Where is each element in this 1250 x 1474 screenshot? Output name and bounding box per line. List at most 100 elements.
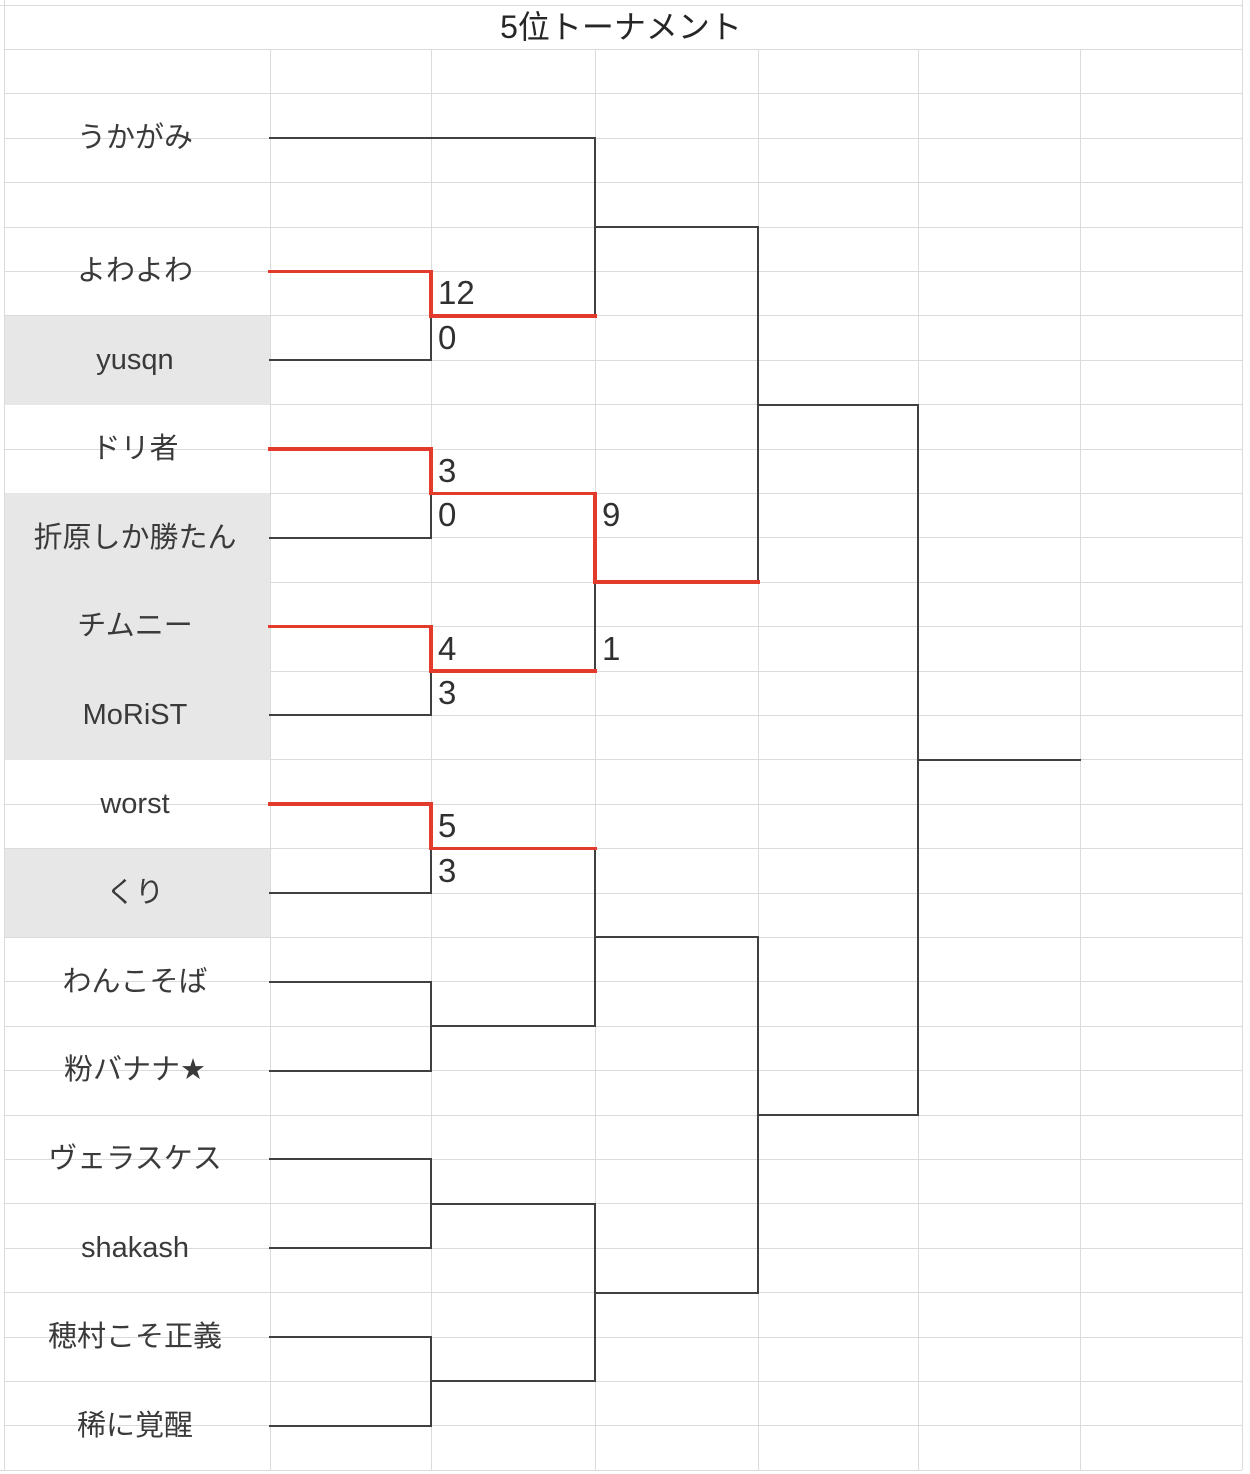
bracket-line <box>268 1158 433 1161</box>
score-cell[interactable]: 5 <box>438 807 457 845</box>
bracket-winner-line <box>429 669 597 673</box>
bracket-line <box>593 581 597 673</box>
bracket-winner-line <box>268 802 433 806</box>
gridline <box>4 1425 1242 1427</box>
score-cell[interactable]: 4 <box>438 629 457 667</box>
gridline <box>4 448 1242 450</box>
score-cell[interactable]: 3 <box>438 674 457 711</box>
gridline <box>4 892 1242 894</box>
gridline <box>4 404 1242 406</box>
gridline <box>4 93 1242 95</box>
gridline <box>4 848 1242 850</box>
bracket-winner-line <box>268 624 433 629</box>
bracket-line <box>268 1335 433 1339</box>
gridline <box>4 1158 1242 1160</box>
bracket-winner-line <box>429 447 433 496</box>
gridline <box>4 1380 1242 1382</box>
score-cell[interactable]: 0 <box>438 318 457 356</box>
gridline <box>4 1070 1242 1072</box>
player-name-cell[interactable]: チムニー <box>77 610 193 643</box>
player-name-cell[interactable]: わんこそば <box>62 965 208 998</box>
player-name-cell[interactable]: shakash <box>80 1232 189 1264</box>
bracket-line <box>268 137 597 140</box>
bracket-line <box>429 847 433 895</box>
shaded-cell-block <box>5 493 270 760</box>
gridline <box>4 670 1242 672</box>
gridline <box>4 137 1242 139</box>
bracket-line <box>268 359 433 362</box>
gridline <box>4 626 1242 628</box>
bracket-line <box>593 1291 760 1294</box>
gridline <box>4 182 1242 184</box>
gridline <box>4 759 1242 761</box>
bracket-line <box>593 225 760 229</box>
gridline <box>1241 0 1243 1471</box>
player-name-cell[interactable]: 穂村こそ正義 <box>47 1320 222 1353</box>
player-name-cell[interactable]: 粉バナナ★ <box>64 1054 206 1087</box>
score-cell[interactable]: 1 <box>602 629 621 667</box>
score-cell[interactable]: 3 <box>438 452 457 489</box>
player-name-cell[interactable]: ヴェラスケス <box>48 1143 222 1176</box>
bracket-line <box>429 314 433 362</box>
bracket-line <box>756 1113 920 1117</box>
player-name-cell[interactable]: くり <box>105 876 164 909</box>
gridline <box>4 981 1242 983</box>
bracket-line <box>429 1202 597 1205</box>
bracket-line <box>916 758 1082 761</box>
gridline <box>4 1247 1242 1249</box>
player-name-cell[interactable]: worst <box>100 788 170 820</box>
bracket-line <box>268 891 433 895</box>
bracket-winner-line <box>429 846 597 851</box>
bracket-winner-line <box>268 269 433 274</box>
gridline <box>0 4 1242 6</box>
gridline <box>4 1025 1242 1027</box>
bracket-winner-line <box>429 314 597 318</box>
page-title[interactable]: 5位トーナメント <box>500 9 742 45</box>
gridline <box>4 492 1242 494</box>
gridline <box>4 1203 1242 1205</box>
player-name-cell[interactable]: うかがみ <box>76 122 193 154</box>
bracket-winner-line <box>593 491 597 584</box>
bracket-winner-line <box>268 447 433 451</box>
gridline <box>4 270 1242 272</box>
gridline <box>4 315 1242 317</box>
gridline <box>4 803 1242 805</box>
score-cell[interactable]: 12 <box>438 274 475 312</box>
player-name-cell[interactable]: 折原しか勝たん <box>33 521 237 554</box>
gridline <box>4 537 1242 539</box>
gridline <box>4 359 1242 361</box>
shaded-cell-block <box>5 315 270 405</box>
bracket-line <box>756 403 920 406</box>
shaded-cell-block <box>5 848 270 938</box>
gridline <box>0 1469 1242 1471</box>
bracket-winner-line <box>593 580 760 584</box>
score-cell[interactable]: 9 <box>602 496 621 534</box>
bracket-line <box>593 936 760 939</box>
bracket-line <box>429 669 433 717</box>
gridline <box>4 1336 1242 1338</box>
bracket-winner-line <box>429 802 433 851</box>
gridline <box>3 0 5 1471</box>
bracket-line <box>429 492 433 539</box>
bracket-winner-line <box>429 269 433 318</box>
bracket-line <box>268 1069 433 1072</box>
player-name-cell[interactable]: MoRiST <box>82 699 188 732</box>
bracket-line <box>268 714 433 717</box>
bracket-winner-line <box>429 624 433 673</box>
bracket-line <box>268 980 433 983</box>
player-name-cell[interactable]: 稀に覚醒 <box>76 1409 193 1442</box>
score-cell[interactable]: 3 <box>438 851 457 889</box>
bracket-line <box>429 1025 597 1028</box>
score-cell[interactable]: 0 <box>438 496 457 534</box>
bracket-line <box>268 536 433 539</box>
bracket-line <box>268 1424 433 1427</box>
gridline <box>4 1114 1242 1116</box>
gridline <box>4 48 1242 50</box>
player-name-cell[interactable]: よわよわ <box>76 255 193 288</box>
bracket-winner-line <box>429 491 597 496</box>
player-name-cell[interactable]: yusqn <box>96 344 174 376</box>
bracket-line <box>429 1380 597 1383</box>
bracket-line <box>268 1247 433 1250</box>
player-name-cell[interactable]: ドリ者 <box>91 432 179 465</box>
